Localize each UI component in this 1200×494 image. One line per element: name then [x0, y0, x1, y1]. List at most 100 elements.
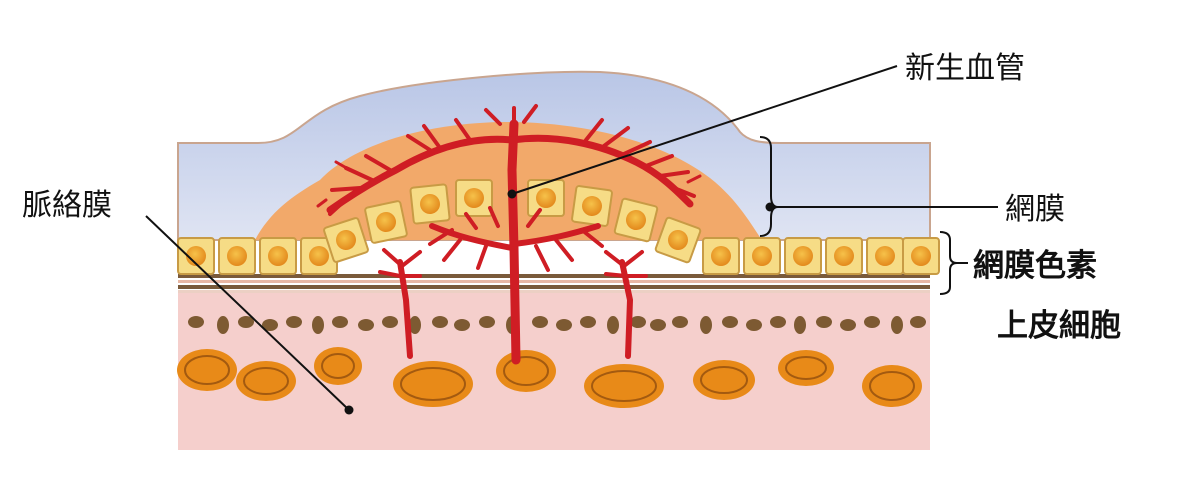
choroid-cell: [262, 319, 278, 331]
cell-nucleus: [336, 230, 356, 250]
leader-choroid: [145, 215, 350, 411]
choroid-cell: [286, 316, 302, 328]
choroid-cell: [650, 319, 666, 331]
label-rpe-line2: 上皮細胞: [997, 308, 1121, 344]
choroid-cell: [358, 319, 374, 331]
choroid-cell: [910, 316, 926, 328]
label-retina: 網膜: [1005, 192, 1065, 227]
rpe-cell: [866, 237, 904, 275]
vessel-branch: [429, 223, 515, 251]
rpe-cell: [218, 237, 256, 275]
cell-nucleus: [268, 246, 288, 266]
cell-nucleus: [420, 194, 440, 214]
rpe-cell: [527, 179, 565, 217]
choroid-cell: [556, 319, 572, 331]
vessel-branch: [507, 119, 521, 365]
retina-bracket: [759, 136, 779, 237]
cell-nucleus: [834, 246, 854, 266]
rpe-cell: [571, 185, 613, 227]
choroid-cell: [607, 316, 619, 334]
rpe-bracket: [939, 231, 958, 295]
rpe-cell: [743, 237, 781, 275]
vessel-branch: [428, 228, 488, 270]
rpe-cell: [654, 216, 702, 264]
cell-nucleus: [376, 212, 396, 232]
choroid-vessel: [236, 361, 296, 401]
rpe-cell: [300, 237, 338, 275]
choroid-dots: [188, 316, 926, 334]
cell-nucleus: [911, 246, 931, 266]
cell-nucleus: [464, 188, 484, 208]
vessel-branch: [584, 118, 652, 156]
choroid-vessel: [584, 364, 664, 408]
choroid-cell: [770, 316, 786, 328]
rpe-cell: [825, 237, 863, 275]
rpe-cell: [902, 237, 940, 275]
vessel-branch: [604, 250, 648, 278]
choroid-vessel: [496, 350, 556, 392]
choroid-cell: [794, 316, 806, 334]
cell-nucleus: [309, 246, 329, 266]
vessel-branch: [328, 154, 392, 216]
cell-nucleus: [875, 246, 895, 266]
choroid-cell: [722, 316, 738, 328]
cell-nucleus: [793, 246, 813, 266]
choroid-cell: [840, 319, 856, 331]
rpe-cell-layer: [177, 179, 940, 275]
vessel-branch: [484, 104, 538, 132]
rpe-cell: [259, 237, 297, 275]
vessel-branch: [316, 160, 702, 208]
rpe-cell: [784, 237, 822, 275]
cell-nucleus: [227, 246, 247, 266]
choroid-vessel: [393, 361, 473, 407]
cell-nucleus: [626, 210, 646, 230]
choroid-cell: [746, 319, 762, 331]
choroid-cell: [312, 316, 324, 334]
cell-nucleus: [711, 246, 731, 266]
choroid-cell: [532, 316, 548, 328]
leader-lines: [145, 65, 998, 411]
choroid-cell: [580, 316, 596, 328]
choroid-vessel: [314, 347, 362, 385]
choroid-cell: [238, 316, 254, 328]
vessel-branch: [378, 248, 422, 278]
choroid-vessel: [862, 365, 922, 407]
cell-nucleus: [536, 188, 556, 208]
choroid-cell: [479, 316, 495, 328]
choroid-cell: [891, 316, 903, 334]
choroid-cell: [382, 316, 398, 328]
vessel-branch: [464, 206, 542, 230]
vessel-branch: [534, 228, 604, 272]
cell-nucleus: [186, 246, 206, 266]
leader-dots: [344, 189, 775, 415]
rpe-cell: [177, 237, 215, 275]
choroid-vessel: [778, 350, 834, 386]
choroid-cell: [432, 316, 448, 328]
rpe-cell: [613, 197, 659, 243]
choroid-vessel: [693, 360, 755, 400]
choroid-vessel: [177, 349, 237, 391]
cell-nucleus: [668, 230, 688, 250]
choroid-cell: [332, 316, 348, 328]
rpe-cell: [702, 237, 740, 275]
label-new-vessels: 新生血管: [905, 51, 1025, 86]
cell-nucleus: [582, 196, 602, 216]
rpe-cell: [409, 183, 451, 225]
vessel-branch: [644, 154, 696, 198]
label-choroid: 脈絡膜: [22, 188, 112, 223]
rpe-cell: [364, 200, 408, 244]
choroid-cell: [672, 316, 688, 328]
choroid-cell: [816, 316, 832, 328]
bruchs-membrane: [178, 274, 930, 293]
label-rpe-line1: 網膜色素: [973, 248, 1097, 284]
choroid-ovals: [177, 347, 922, 408]
choroid-cell: [188, 316, 204, 328]
rpe-cell: [323, 217, 369, 263]
choroid-cell: [454, 319, 470, 331]
choroid-cell: [700, 316, 712, 334]
choroid-cell: [630, 316, 646, 328]
leader-new-vessels: [511, 65, 898, 195]
choroid-cell: [864, 316, 880, 328]
